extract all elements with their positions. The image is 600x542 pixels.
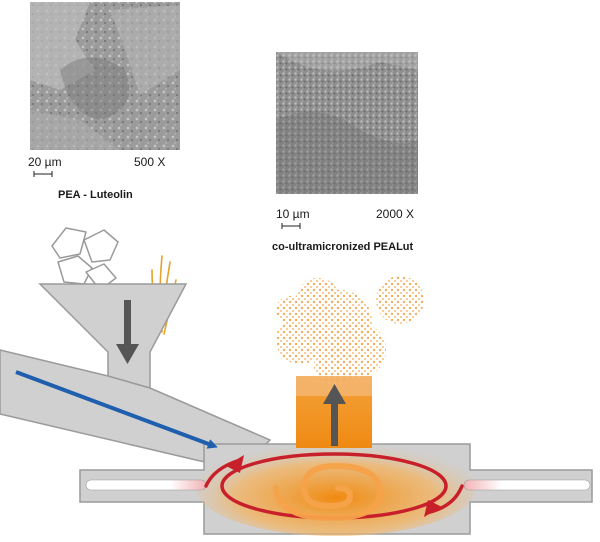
sem-micrograph-pea-luteolin xyxy=(30,2,180,150)
magnification-2-label: 2000 X xyxy=(376,207,415,221)
caption-pea-luteolin: PEA - Luteolin xyxy=(58,189,133,201)
caption-co-ultramicronized: co-ultramicronized PEALut xyxy=(272,241,414,253)
spiral-icon xyxy=(273,462,384,522)
magnification-1-label: 500 X xyxy=(134,155,166,169)
sem-micrograph-co-ultramicronized xyxy=(276,52,418,194)
gas-inlet-pipes xyxy=(85,479,591,491)
up-arrow-icon xyxy=(323,384,346,446)
feed-flow-arrow xyxy=(15,370,218,449)
particle-cloud xyxy=(276,276,424,386)
down-arrow-icon xyxy=(116,300,139,364)
scale-bar-2-label: 10 µm xyxy=(276,207,310,221)
scale-bar-1-label: 20 µm xyxy=(28,155,62,169)
vortex-arrowheads xyxy=(226,455,442,517)
